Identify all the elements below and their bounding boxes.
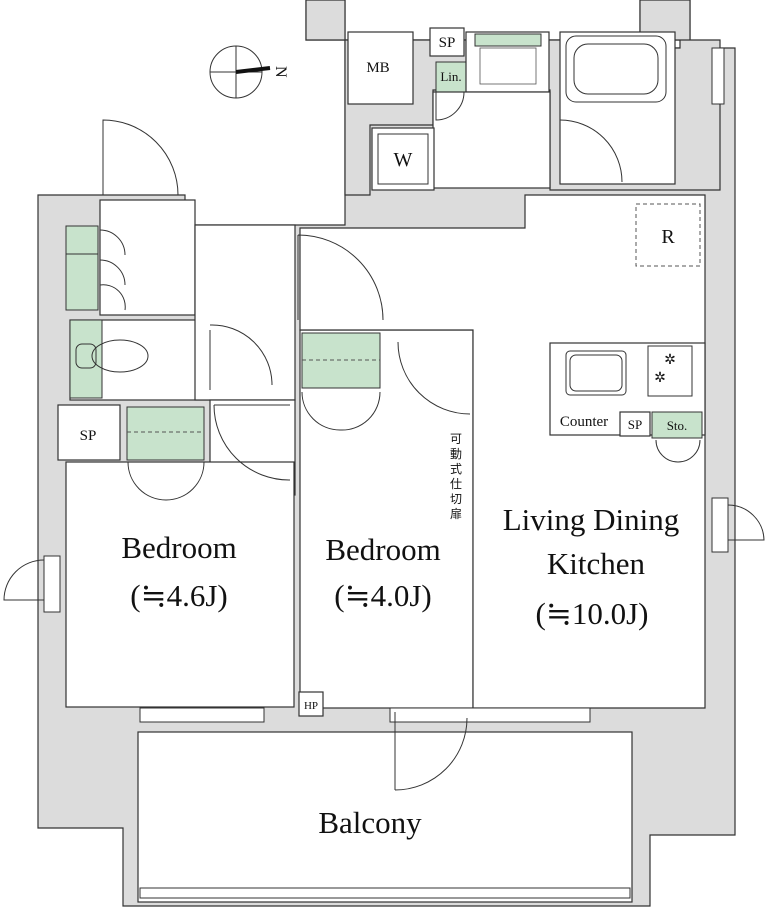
toilet-tank (69, 319, 103, 399)
ldk-name-line1: Living Dining (503, 502, 680, 537)
compass-needle (235, 66, 271, 74)
svg-text:扉: 扉 (450, 507, 462, 521)
entry-door[interactable] (102, 119, 179, 196)
hp-box (298, 691, 324, 717)
window-right (711, 497, 729, 553)
sink (565, 350, 627, 396)
bedroom1-name: Bedroom (121, 530, 236, 565)
svg-text:式: 式 (450, 462, 462, 476)
ldk-name-line2: Kitchen (547, 546, 646, 581)
toilet-bowl (91, 339, 149, 373)
bedroom1-size: (≒4.6J) (130, 578, 227, 613)
bedroom1-room (65, 461, 295, 708)
closet-shelf-top (65, 225, 99, 311)
sp-left-label: SP (80, 428, 97, 444)
left-window-swing (3, 559, 45, 601)
bedroom2-room (299, 329, 474, 709)
toilet-tank-inner (75, 343, 97, 369)
bedroom1-closet-doors[interactable] (127, 461, 205, 501)
counter-label: Counter (560, 414, 608, 430)
cooktop (647, 345, 693, 397)
sp-top-box (429, 27, 465, 57)
burner-icon-1: ✲ (664, 353, 676, 368)
washroom (432, 91, 551, 189)
bedroom2-door[interactable] (397, 341, 471, 415)
sp-kitchen-box (619, 411, 651, 437)
storage-box (651, 411, 703, 439)
storage-doors[interactable] (655, 439, 701, 463)
window-left (43, 555, 61, 613)
bedroom1-door[interactable] (213, 404, 291, 481)
fridge-space (635, 203, 701, 267)
svg-text:切: 切 (450, 492, 462, 506)
balcony-area (137, 731, 633, 903)
sp-kitchen-label: SP (628, 417, 642, 432)
svg-text:可: 可 (450, 432, 462, 446)
linen-box (435, 61, 467, 93)
closet-door-top[interactable] (99, 229, 126, 311)
balcony-name: Balcony (318, 805, 422, 840)
vanity-inner (479, 47, 537, 85)
burner-icon-2: ✲ (654, 371, 666, 386)
mb-label: MB (366, 60, 389, 76)
hall (194, 224, 296, 401)
vanity-basin (474, 33, 542, 47)
hall-door[interactable] (297, 234, 384, 321)
washer-pan (377, 133, 429, 185)
mb-box (347, 31, 414, 105)
svg-text:仕: 仕 (450, 477, 462, 491)
bedroom2-closet-doors[interactable] (301, 391, 381, 431)
washer-box (371, 127, 435, 191)
closet-area (99, 199, 196, 316)
balcony-door[interactable] (394, 712, 468, 791)
hp-label: HP (304, 700, 318, 712)
sp-top-label: SP (439, 35, 456, 51)
washroom-door[interactable] (435, 91, 465, 121)
bedroom1-closet (126, 406, 205, 461)
bedroom2-name: Bedroom (325, 532, 440, 567)
window-bedroom2 (389, 707, 591, 723)
washer-label: W (394, 149, 413, 171)
sink-inner (569, 354, 623, 392)
lin-label: Lin. (440, 69, 461, 84)
bathtub (565, 35, 667, 103)
svg-text:動: 動 (450, 447, 462, 461)
toilet-door[interactable] (209, 324, 273, 390)
storage-label: Sto. (667, 418, 688, 433)
bath-door[interactable] (559, 119, 623, 183)
bathtub-inner (573, 43, 659, 95)
balcony-rail (139, 887, 631, 899)
bedroom2-size: (≒4.0J) (334, 578, 431, 613)
fridge-label: R (661, 226, 675, 248)
sp-left-room (57, 404, 121, 461)
partition-door-label: 可 動 式 仕 切 扉 (450, 432, 462, 521)
compass-label: N (272, 66, 289, 78)
right-window-swing (727, 504, 765, 541)
ldk-size: (≒10.0J) (536, 596, 649, 631)
bath-window (711, 47, 725, 105)
window-bedroom1 (139, 707, 265, 723)
